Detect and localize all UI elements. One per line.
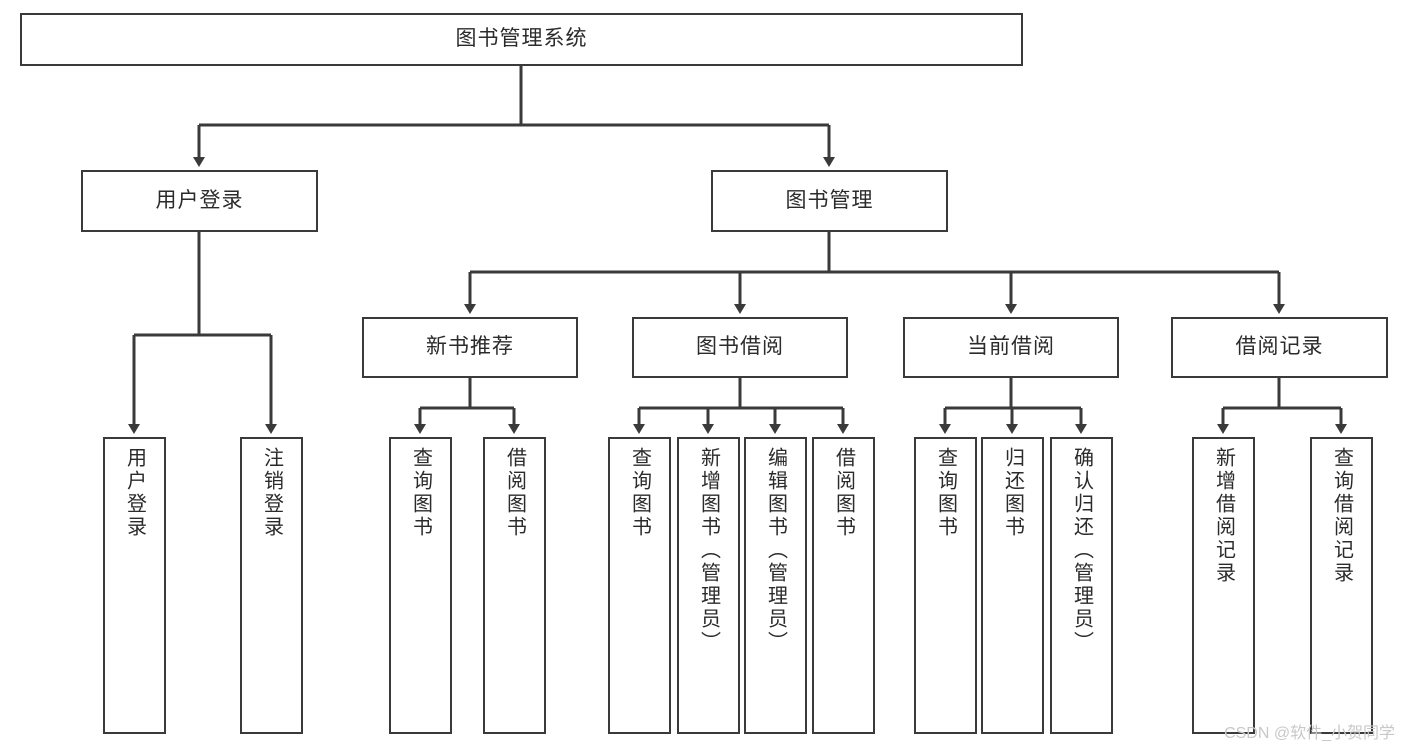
node-leaf-query-book-2-label: 查询图书 — [628, 447, 651, 539]
node-leaf-query-book-3-label: 查询图书 — [934, 447, 957, 539]
node-leaf-user-login[interactable]: 用户登录 — [103, 437, 166, 734]
node-leaf-query-book-1-label: 查询图书 — [409, 447, 432, 539]
node-leaf-confirm-return-label: 确认归还（管理员） — [1070, 447, 1093, 654]
node-leaf-logout-login-label: 注销登录 — [260, 447, 283, 539]
node-new-book-recommend-label: 新书推荐 — [426, 335, 514, 359]
node-leaf-user-login-label: 用户登录 — [123, 447, 146, 539]
node-leaf-return-book[interactable]: 归还图书 — [981, 437, 1044, 734]
node-leaf-borrow-book-2[interactable]: 借阅图书 — [812, 437, 875, 734]
node-user-login-label: 用户登录 — [155, 188, 244, 212]
node-leaf-edit-book-label: 编辑图书（管理员） — [764, 447, 787, 654]
node-leaf-query-book-3[interactable]: 查询图书 — [914, 437, 977, 734]
node-new-book-recommend[interactable]: 新书推荐 — [362, 317, 578, 378]
node-book-manage-label: 图书管理 — [785, 188, 874, 212]
watermark-text: CSDN @软件_小贺同学 — [1224, 725, 1395, 742]
node-leaf-add-borrow-record[interactable]: 新增借阅记录 — [1192, 437, 1255, 734]
node-leaf-query-book-2[interactable]: 查询图书 — [608, 437, 671, 734]
node-leaf-query-book-1[interactable]: 查询图书 — [389, 437, 452, 734]
node-leaf-edit-book[interactable]: 编辑图书（管理员） — [744, 437, 807, 734]
node-leaf-return-book-label: 归还图书 — [1001, 447, 1024, 539]
node-borrow-record[interactable]: 借阅记录 — [1171, 317, 1388, 378]
node-book-borrow-label: 图书借阅 — [696, 335, 784, 359]
node-leaf-borrow-book-1[interactable]: 借阅图书 — [483, 437, 546, 734]
node-leaf-add-borrow-record-label: 新增借阅记录 — [1212, 447, 1235, 585]
node-leaf-borrow-book-2-label: 借阅图书 — [832, 447, 855, 539]
node-book-borrow[interactable]: 图书借阅 — [632, 317, 848, 378]
node-leaf-confirm-return[interactable]: 确认归还（管理员） — [1050, 437, 1113, 734]
node-current-borrow-label: 当前借阅 — [967, 335, 1055, 359]
node-leaf-query-borrow-record[interactable]: 查询借阅记录 — [1310, 437, 1373, 734]
node-book-manage[interactable]: 图书管理 — [711, 170, 948, 232]
node-user-login[interactable]: 用户登录 — [81, 170, 318, 232]
node-leaf-add-book[interactable]: 新增图书（管理员） — [677, 437, 740, 734]
node-current-borrow[interactable]: 当前借阅 — [903, 317, 1119, 378]
node-borrow-record-label: 借阅记录 — [1235, 335, 1324, 359]
node-root-label: 图书管理系统 — [455, 27, 588, 51]
node-root[interactable]: 图书管理系统 — [20, 13, 1023, 66]
node-leaf-borrow-book-1-label: 借阅图书 — [503, 447, 526, 539]
node-leaf-logout-login[interactable]: 注销登录 — [240, 437, 303, 734]
node-leaf-add-book-label: 新增图书（管理员） — [697, 447, 720, 654]
node-leaf-query-borrow-record-label: 查询借阅记录 — [1330, 447, 1353, 585]
